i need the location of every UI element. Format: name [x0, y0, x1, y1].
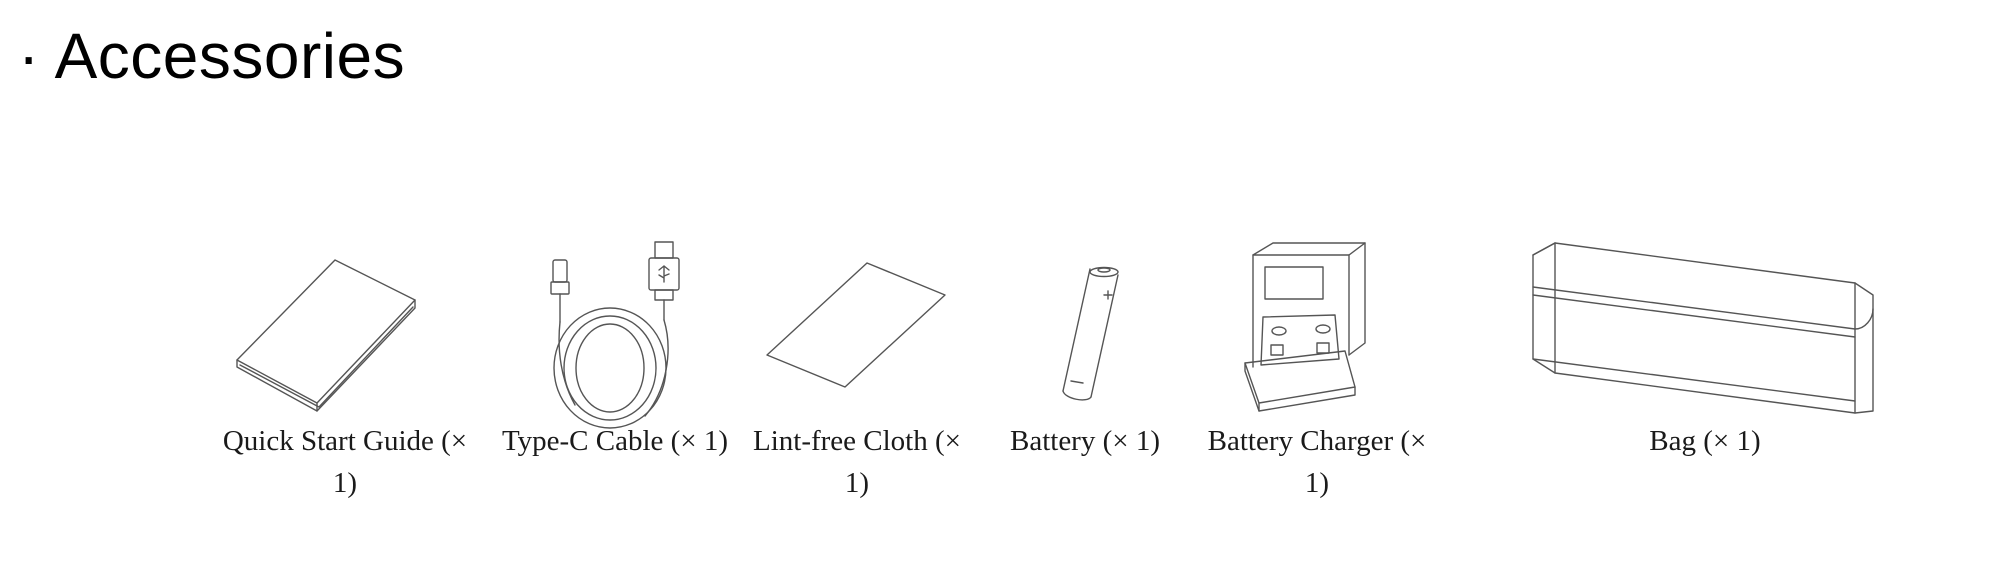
accessory-lint-free-cloth: Lint-free Cloth (× 1): [753, 255, 985, 505]
item-label: Bag (× 1): [1649, 425, 1761, 457]
accessory-type-c-cable: Type-C Cable (× 1): [502, 240, 735, 505]
title-text: Accessories: [54, 20, 406, 92]
page-title: · Accessories: [18, 12, 405, 100]
item-label: Quick Start Guide (× 1): [222, 425, 468, 499]
item-label: Lint-free Cloth (× 1): [752, 425, 961, 499]
booklet-icon: [236, 259, 416, 412]
bag-icon: [1532, 242, 1874, 414]
item-label: Battery Charger (× 1): [1207, 425, 1427, 499]
item-label: Battery (× 1): [1009, 425, 1161, 457]
accessory-quick-start-guide: Quick Start Guide (× 1): [223, 255, 467, 505]
title-bullet: ·: [18, 20, 40, 92]
accessory-battery-charger: Battery Charger (× 1): [1208, 235, 1426, 505]
accessory-battery: Battery (× 1): [995, 255, 1175, 457]
item-label: Type-C Cable (× 1): [501, 425, 729, 457]
accessory-bag: Bag (× 1): [1525, 235, 1885, 475]
battery-icon: [1062, 266, 1119, 401]
usb-cable-icon: [550, 241, 680, 429]
cloth-icon: [766, 262, 946, 388]
charger-icon: [1244, 242, 1366, 412]
